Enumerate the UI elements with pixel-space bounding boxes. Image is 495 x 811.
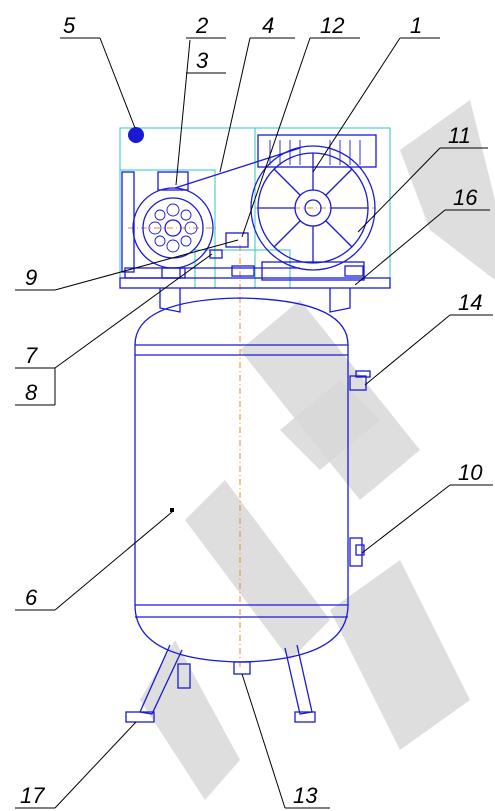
callout-13: 13: [293, 783, 318, 808]
leg-bracket: [177, 663, 191, 689]
compressor-head: [250, 134, 377, 281]
electric-motor: [121, 171, 214, 279]
discharge-tube: [209, 249, 223, 259]
callout-labels: 5 2 3 4 12 1 11 16 9 7 8 14 10 6 17 13: [20, 13, 483, 808]
callout-17: 17: [20, 783, 45, 808]
callout-12: 12: [320, 13, 344, 38]
tank-top-dome: [134, 297, 349, 346]
cooling-fins: [269, 140, 361, 165]
callout-2: 2: [195, 13, 208, 38]
outlet-valve-nut: [355, 544, 365, 556]
tank-legs: [125, 644, 316, 723]
leg-left: [139, 644, 183, 715]
callout-11: 11: [448, 123, 471, 148]
leg-right-foot: [294, 711, 316, 723]
leg-left-foot: [125, 711, 155, 723]
watermark-stroke-d: [280, 380, 380, 470]
callout-14: 14: [458, 290, 482, 315]
pressure-switch-body: [128, 127, 144, 143]
drive-belt: [174, 147, 301, 269]
support-plate: [119, 277, 391, 313]
motor-pulley-hub: [164, 219, 182, 237]
pressure-switch: [128, 127, 144, 143]
flywheel-outer: [250, 145, 376, 271]
bracket-right: [329, 288, 351, 313]
watermark-stroke-b: [185, 480, 330, 660]
callout-1: 1: [410, 13, 422, 38]
safety-valve: [349, 375, 367, 391]
callout-3: 3: [196, 48, 209, 73]
flywheel-spokes: [258, 153, 368, 263]
pump-cylinder-block: [257, 134, 377, 168]
support-plate-body: [119, 277, 391, 289]
drain-valve-body: [233, 661, 251, 675]
base-fitting-right: [344, 265, 364, 277]
watermark: [140, 100, 495, 800]
base-fitting-left: [161, 267, 181, 279]
check-valve: [225, 232, 249, 248]
drain-valve: [233, 661, 251, 675]
callout-6: 5: [63, 13, 76, 38]
motor-side-bracket: [121, 171, 135, 273]
pump-base: [261, 261, 365, 281]
callout-5: 6: [25, 585, 38, 610]
tank-center-mark: [170, 508, 174, 512]
callout-8: 8: [25, 380, 38, 405]
watermark-stroke-e: [400, 100, 495, 280]
motor-top-box: [157, 171, 189, 191]
safety-valve-cap: [355, 370, 371, 378]
outlet-valve-body: [349, 537, 363, 567]
side-valves: [349, 370, 371, 567]
receiver-tank: [134, 297, 349, 663]
base-fitting-mid: [231, 265, 255, 277]
callout-10: 10: [458, 460, 483, 485]
callout-16: 16: [453, 185, 478, 210]
callout-9: 9: [25, 265, 37, 290]
watermark-stroke-a: [140, 640, 240, 800]
watermark-stroke-f: [330, 560, 470, 750]
bracket-left: [159, 288, 181, 313]
flywheel-hub: [304, 199, 322, 217]
leader-lines: [15, 37, 493, 809]
leg-right: [284, 644, 313, 715]
callout-7: 7: [25, 343, 38, 368]
motor-pulley-holes: [148, 203, 198, 253]
callout-4: 4: [262, 13, 274, 38]
